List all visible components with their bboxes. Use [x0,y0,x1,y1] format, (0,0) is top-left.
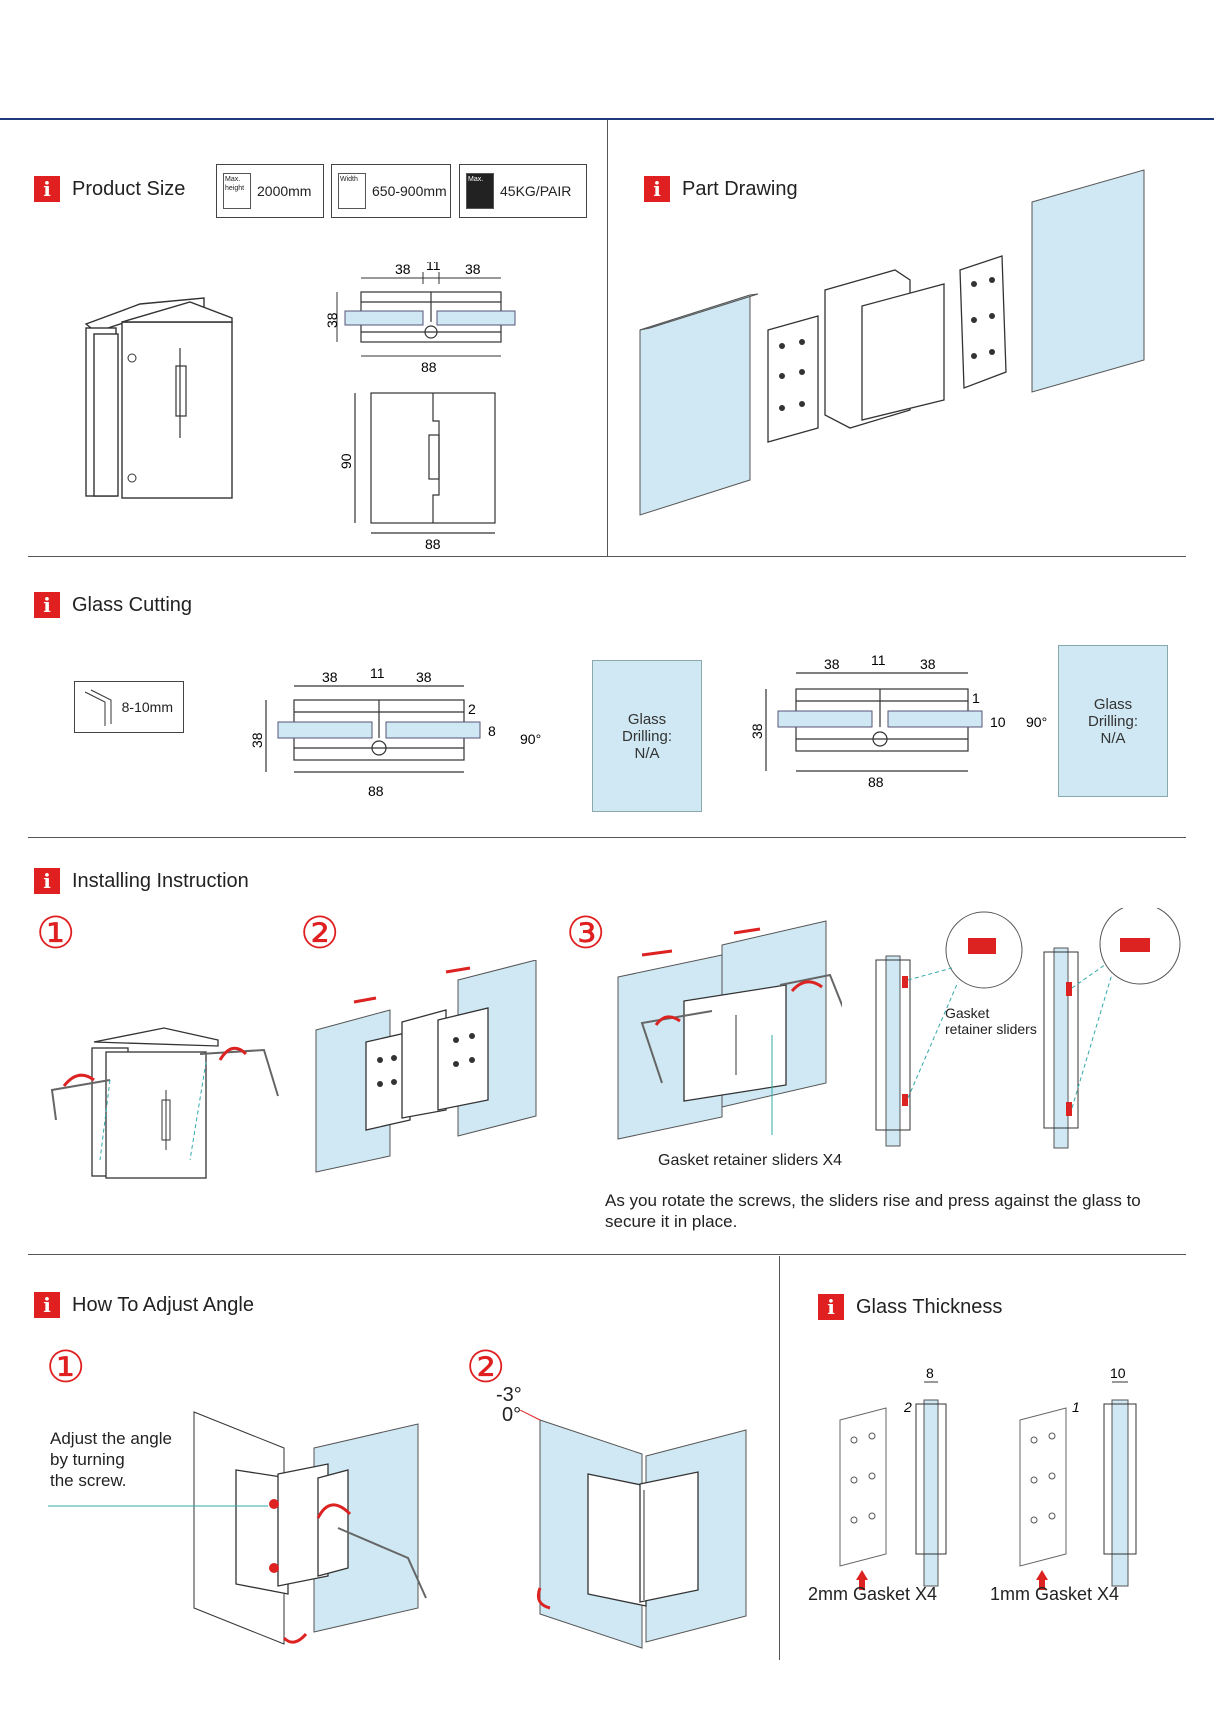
angle-zero: 0° [502,1404,522,1426]
dim-88-front: 88 [425,536,441,550]
section-title: Glass Thickness [856,1295,1003,1318]
gasket-2mm-drawing: 2 8 [839,1365,947,1590]
install-slider-detail [875,908,1181,1149]
dim: 1 [972,690,980,706]
dim: 38 [322,669,338,685]
dim: 10 [990,714,1006,730]
dim: 2 [468,701,476,717]
adjust-note: Adjust the angle by turning the screw. [50,1429,172,1490]
dim-38c: 38 [325,312,340,328]
spec-value: 2000mm [257,183,312,199]
thickness-box: 8-10mm [74,681,184,733]
dim: 38 [416,669,432,685]
section-title: How To Adjust Angle [72,1293,254,1316]
install-step1-drawing [50,1027,279,1179]
glass-10-dim: 10 [1110,1365,1126,1381]
spec-width: Width 650-900mm [331,164,451,218]
angle-step-1-marker: ① [46,1342,86,1393]
gasket-2-dim: 2 [903,1399,912,1415]
divider-h2 [28,837,1186,838]
front-view-drawing: 90 88 [338,392,496,550]
dim: 38 [920,656,936,672]
info-icon: i [34,592,60,618]
glass-cut-left-drawing: 38 11 38 2 8 90° 38 88 [249,668,541,799]
section-title: Glass Cutting [72,593,193,616]
dim-11: 11 [426,262,441,273]
angle-step-2-marker: ② [466,1342,506,1393]
divider-h3 [28,1254,1186,1255]
spec-height: Max. height 2000mm [216,164,324,218]
gasket-sliders-label: Gasket retainer sliders [945,1005,1037,1037]
section-title: Part Drawing [682,177,798,200]
top-view-drawing: 38 11 38 38 88 [325,262,516,372]
divider-v2 [779,1256,780,1660]
spec-weight: Max. 45KG/PAIR [459,164,587,218]
weight-icon: Max. [466,173,494,209]
spec-mini-label: Max. height [223,173,251,209]
dim-90: 90 [338,453,354,469]
glass-8-dim: 8 [926,1365,934,1381]
info-icon: i [644,176,670,202]
dim: 11 [370,668,385,681]
dim: 88 [368,783,384,799]
info-icon: i [34,868,60,894]
thickness-value: 8-10mm [121,699,173,715]
section-glass-cutting: i Glass Cutting [34,592,192,618]
gasket-1mm-drawing: 1 10 [1019,1365,1137,1590]
dim: 88 [868,774,884,790]
dim-38a: 38 [395,262,411,277]
section-glass-thickness: i Glass Thickness [818,1294,1002,1320]
dim: 8 [488,723,496,739]
dim: 11 [871,655,886,668]
adjust-step2-drawing [520,1410,747,1649]
top-rule [0,118,1214,120]
exploded-parts-drawing [639,169,1145,516]
gasket-2mm-label: 2mm Gasket X4 [808,1584,938,1604]
dim: 38 [749,723,765,739]
adjust-step1-drawing [48,1411,427,1645]
section-product-size: i Product Size [34,176,185,202]
divider-v1 [607,120,608,556]
step-3-marker: ③ [566,908,606,959]
dim: 90° [1026,714,1047,730]
install-step3-drawing [617,920,842,1140]
dim: 38 [249,732,265,748]
edge-icon [84,689,112,726]
info-icon: i [34,1292,60,1318]
gasket-1mm-label: 1mm Gasket X4 [990,1584,1120,1604]
dim: 38 [824,656,840,672]
dim-88: 88 [421,359,437,372]
info-icon: i [818,1294,844,1320]
section-adjust-angle: i How To Adjust Angle [34,1292,254,1318]
install-step2-drawing [315,960,537,1173]
glass-drilling-left: Glass Drilling: N/A [592,660,702,812]
spec-mini-label: Width [338,173,366,209]
info-icon: i [34,176,60,202]
step-1-marker: ① [36,908,76,959]
hinge-iso-drawing [84,297,233,499]
dim-38b: 38 [465,262,481,277]
section-part-drawing: i Part Drawing [644,176,798,202]
section-title: Installing Instruction [72,869,249,892]
section-installing: i Installing Instruction [34,868,249,894]
glass-drilling-right: Glass Drilling: N/A [1058,645,1168,797]
step-2-marker: ② [300,908,340,959]
spec-value: 45KG/PAIR [500,183,572,199]
gasket-x4-label: Gasket retainer sliders X4 [658,1152,843,1169]
section-title: Product Size [72,177,186,200]
glass-cut-right-drawing: 38 11 38 1 10 90° 38 88 [749,655,1047,790]
angle-neg3: -3° [496,1384,522,1406]
dim: 90° [520,731,541,747]
gasket-1-dim: 1 [1072,1399,1080,1415]
install-note: As you rotate the screws, the sliders ri… [605,1191,1141,1231]
spec-value: 650-900mm [372,183,447,199]
divider-h1 [28,556,1186,557]
